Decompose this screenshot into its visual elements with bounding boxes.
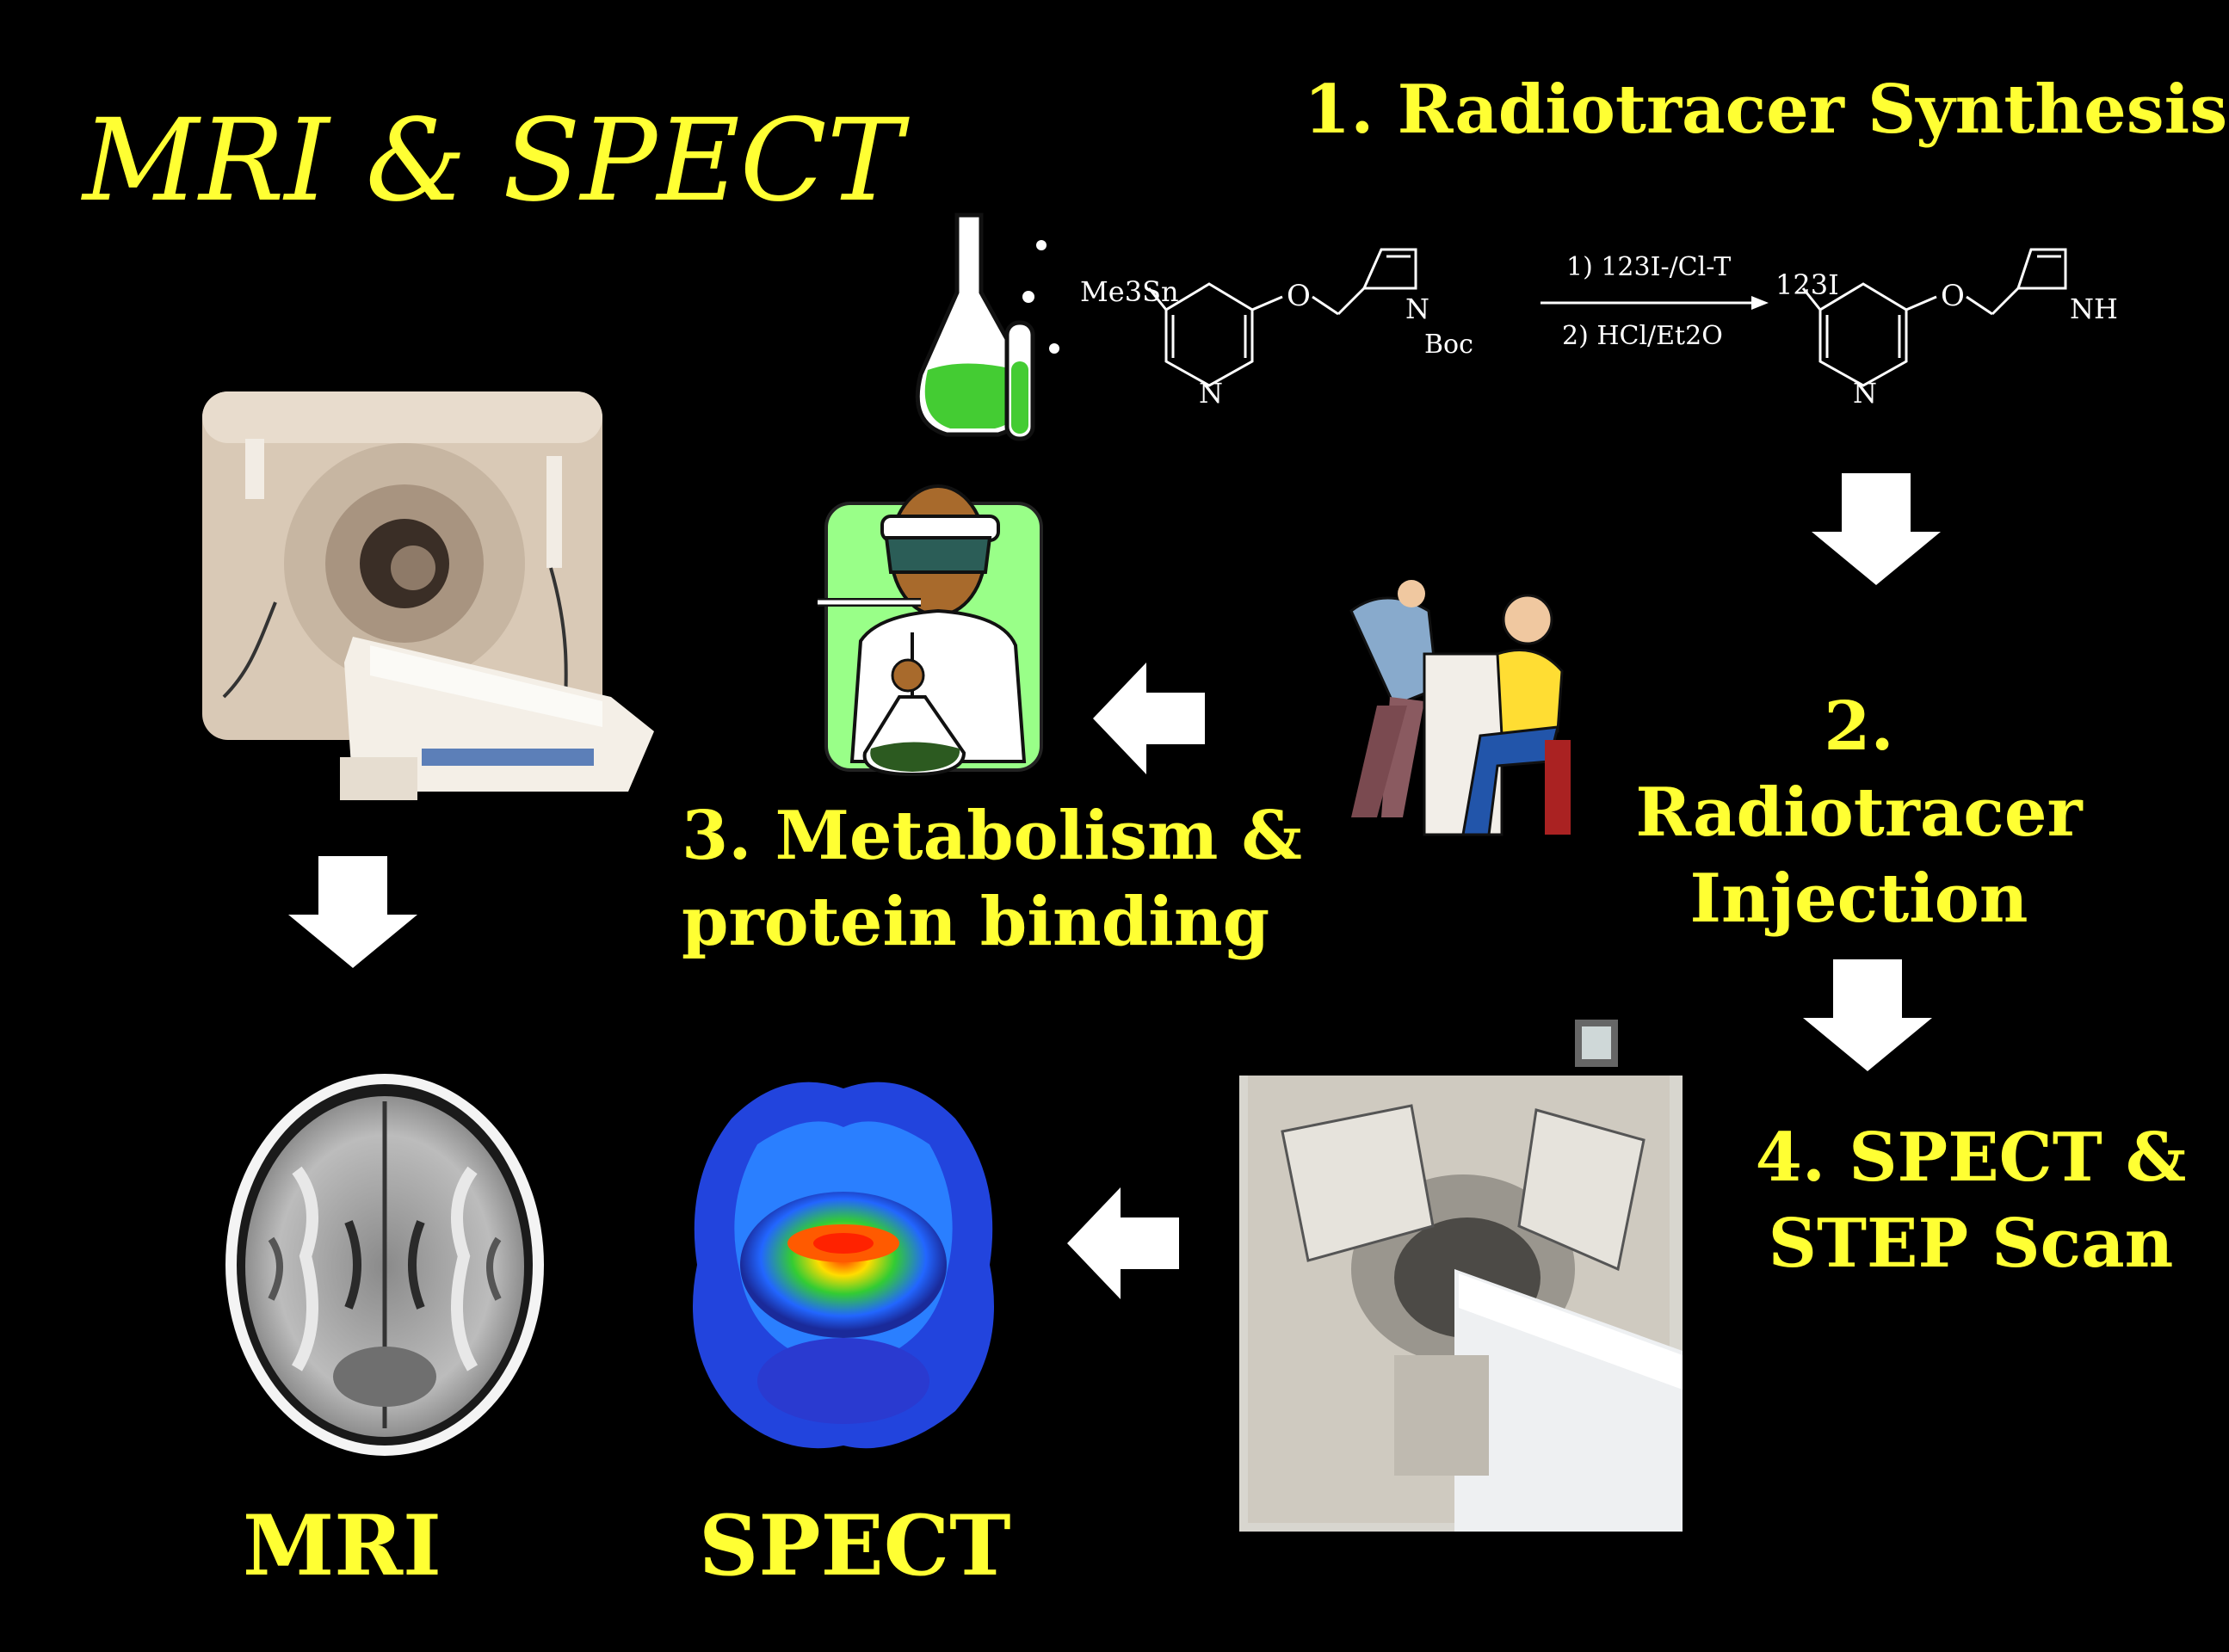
reactant-oxygen: O	[1287, 279, 1311, 313]
step-3-line-2: protein binding	[682, 883, 1270, 961]
product-amine: NH	[2070, 293, 2118, 325]
spect-image-label: SPECT	[699, 1497, 1011, 1594]
reactant-substituent: Me3Sn	[1080, 275, 1179, 308]
product-oxygen: O	[1941, 279, 1965, 313]
left-arrow-scan-to-spect	[1067, 1187, 1179, 1299]
down-arrow-synthesis-to-injection	[1812, 473, 1941, 585]
reactant-ring-nitrogen: N	[1199, 377, 1223, 410]
step-3-line-1: 3. Metabolism &	[682, 797, 1302, 875]
protecting-group: Boc	[1424, 330, 1473, 360]
mri-scanner-photo	[202, 391, 654, 800]
reaction-scheme: Me3Sn O N N Boc 1) 123I-/Cl-T 2) HCl/Et2…	[1080, 248, 2118, 410]
step-2-line-2: Injection	[1689, 860, 2028, 938]
reaction-condition-1: 1) 123I-/Cl-T	[1566, 252, 1731, 282]
slide-title: MRI & SPECT	[83, 95, 903, 227]
step-1-label: 1. Radiotracer Synthesis	[1304, 71, 2228, 149]
step-4-label: 4. SPECT & STEP Scan	[1713, 1115, 2229, 1287]
spect-scanner-photo	[1239, 1020, 1683, 1532]
down-arrow-injection-to-scan	[1803, 959, 1932, 1071]
reactant-azetidine-nitrogen: N	[1405, 293, 1429, 325]
mri-image-label: MRI	[243, 1497, 441, 1594]
step-4-line-1: 4. SPECT &	[1755, 1119, 2187, 1197]
chemistry-flask-icon	[915, 213, 1059, 441]
reaction-condition-2: 2) HCl/Et2O	[1562, 321, 1723, 351]
product-substituent: 123I	[1775, 268, 1839, 301]
step-2-label: 2. Radiotracer Injection	[1601, 684, 2117, 942]
step-2-line-1: 2. Radiotracer	[1635, 687, 2083, 852]
researcher-icon	[818, 484, 1043, 777]
mri-brain-image	[225, 1074, 544, 1456]
product-ring-nitrogen: N	[1853, 377, 1877, 410]
spect-brain-image	[693, 1082, 994, 1449]
radiotracer-injection-icon	[1349, 580, 1571, 836]
step-4-line-2: STEP Scan	[1768, 1205, 2174, 1283]
step-3-label: 3. Metabolism & protein binding	[682, 793, 1302, 965]
left-arrow-injection-to-metabolism	[1093, 663, 1205, 774]
down-arrow-scanner-to-mri	[288, 856, 417, 968]
